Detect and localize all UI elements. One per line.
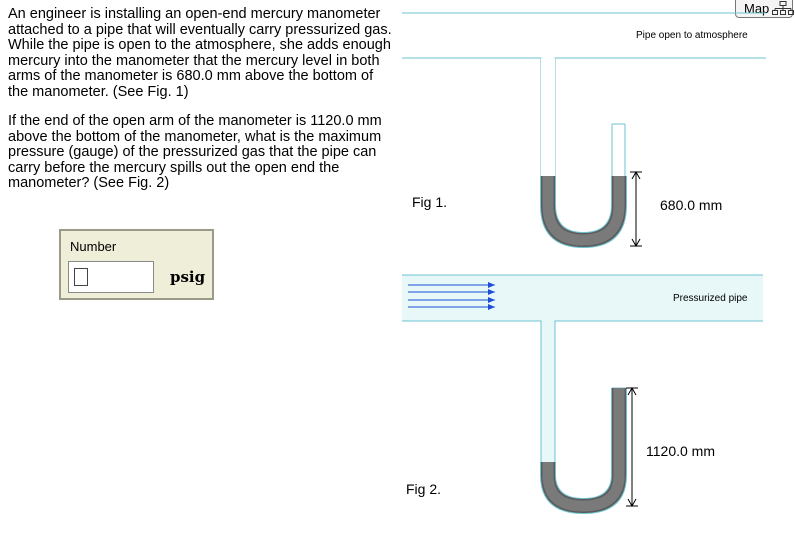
map-button-label: Map bbox=[744, 1, 770, 16]
problem-text: An engineer is installing an open-end me… bbox=[8, 6, 396, 206]
fig2-pipe-bottom-wall bbox=[402, 320, 763, 470]
fig1-height-label: 680.0 mm bbox=[660, 197, 723, 213]
answer-box: Number psig bbox=[59, 229, 214, 300]
text-cursor-box bbox=[74, 268, 88, 286]
fig1-right-arm bbox=[611, 124, 626, 185]
fig1-pipe-bottom-wall bbox=[402, 57, 766, 190]
fig1-left-arm-interior bbox=[541, 58, 555, 188]
fig2-left-arm-interior bbox=[541, 321, 555, 471]
problem-paragraph-2: If the end of the open arm of the manome… bbox=[8, 113, 382, 191]
fig2-label: Fig 2. bbox=[406, 481, 442, 497]
fig2-height-label: 1120.0 mm bbox=[646, 443, 715, 459]
answer-label: Number bbox=[70, 239, 117, 254]
fig1-label: Fig 1. bbox=[412, 194, 448, 210]
problem-paragraph-1: An engineer is installing an open-end me… bbox=[8, 6, 392, 100]
fig1-diagram bbox=[402, 12, 766, 249]
fig1-pipe-caption: Pipe open to atmosphere bbox=[636, 30, 748, 41]
sitemap-icon bbox=[772, 1, 794, 15]
fig2-pipe-caption: Pressurized pipe bbox=[673, 293, 748, 304]
fig2-pipe-fill bbox=[402, 275, 763, 321]
answer-unit: psig bbox=[170, 268, 206, 286]
fig2-diagram bbox=[402, 274, 763, 515]
